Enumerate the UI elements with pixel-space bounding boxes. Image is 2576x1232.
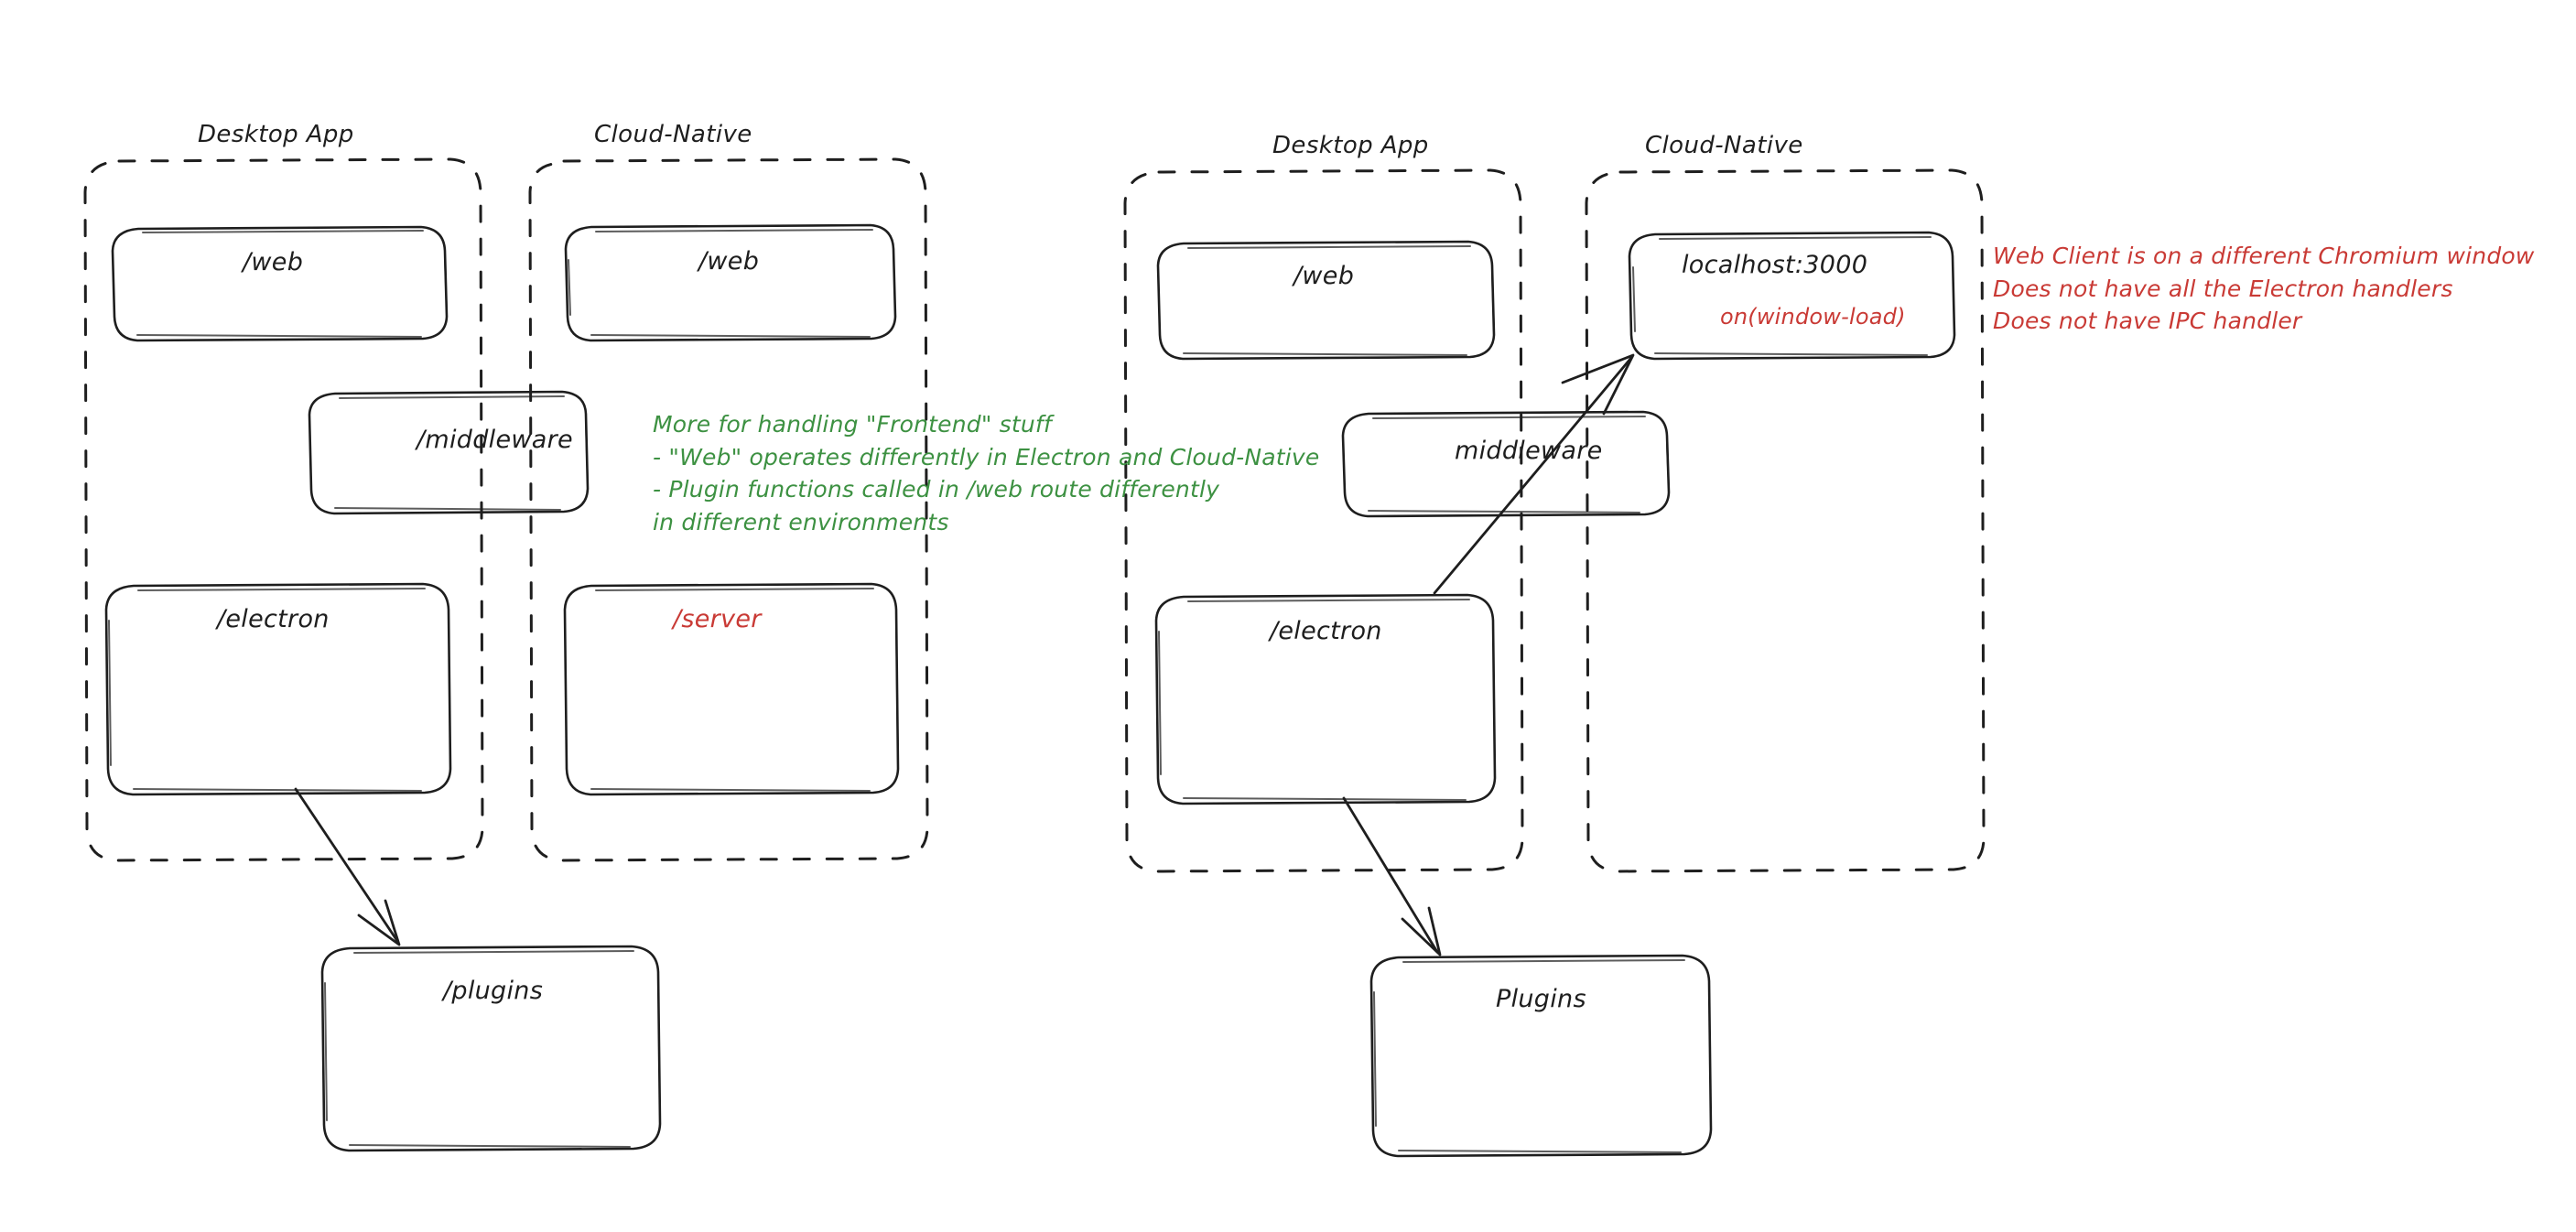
node-label-middleware-left: /middleware — [417, 426, 573, 454]
edge-electron-to-localhost-right — [1433, 353, 1635, 595]
group-label-desktop-app-left: Desktop App — [198, 121, 354, 148]
node-label-electron-left: /electron — [217, 605, 330, 633]
node-label-web-desktop-right: /web — [1293, 262, 1355, 290]
node-label-electron-right: /electron — [1270, 617, 1382, 645]
group-label-desktop-app-right: Desktop App — [1272, 132, 1429, 159]
annotation-green-frontend-note: More for handling "Frontend" stuff - "We… — [653, 411, 1320, 535]
node-label-middleware-right: middleware — [1455, 437, 1603, 465]
node-label-web-cloud-left: /web — [698, 247, 760, 276]
node-sublabel-on-window-load: on(window-load) — [1720, 304, 1906, 330]
node-label-plugins-left: /plugins — [443, 977, 544, 1005]
group-label-cloud-native-right: Cloud-Native — [1645, 132, 1803, 159]
edge-electron-to-plugins-left — [294, 787, 401, 946]
node-label-web-desktop-left: /web — [243, 248, 304, 276]
node-label-server-left: /server — [673, 605, 762, 633]
node-label-plugins-right: Plugins — [1496, 985, 1586, 1013]
node-label-localhost-right: localhost:3000 — [1682, 251, 1868, 279]
group-label-cloud-native-left: Cloud-Native — [594, 121, 752, 148]
annotation-red-web-client-note: Web Client is on a different Chromium wi… — [1993, 243, 2535, 334]
node-box-web-desktop-right — [1156, 240, 1496, 361]
edge-electron-to-plugins-right — [1342, 796, 1442, 956]
node-box-web-cloud-left — [564, 223, 897, 342]
node-box-web-desktop-left — [111, 225, 449, 342]
